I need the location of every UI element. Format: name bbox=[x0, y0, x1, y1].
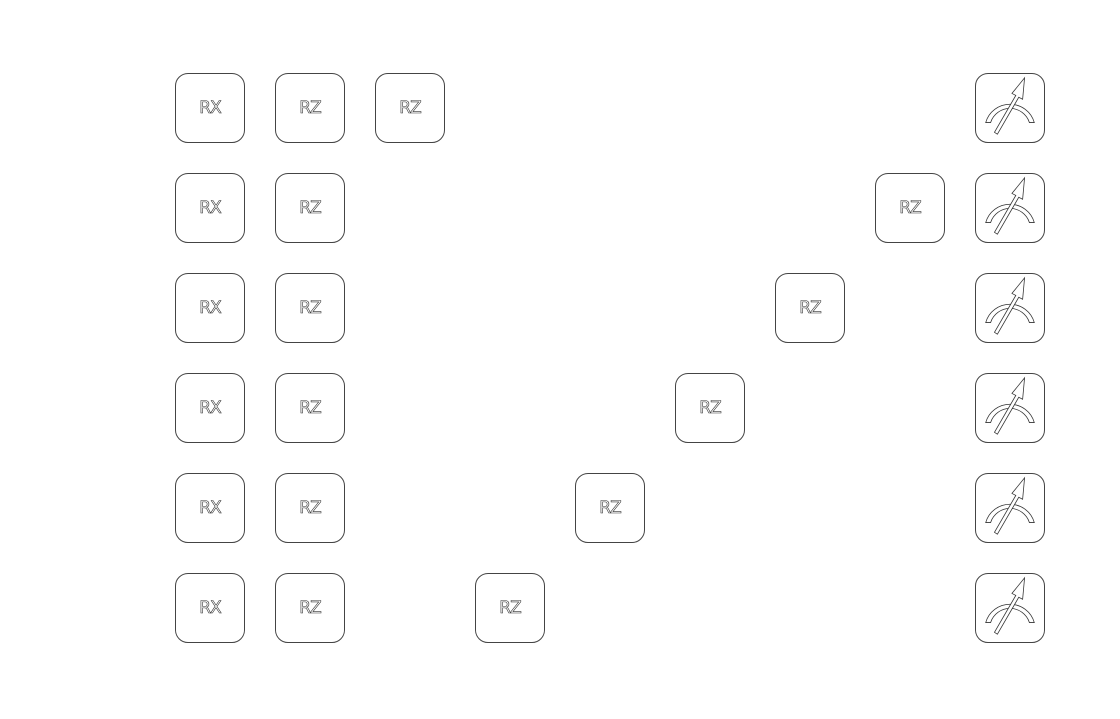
gate-rx[interactable]: RX bbox=[175, 173, 245, 243]
gate-rz[interactable]: RZ bbox=[375, 73, 445, 143]
measure-gate[interactable] bbox=[975, 373, 1045, 443]
gate-label: RX bbox=[199, 598, 222, 619]
measure-icon bbox=[985, 576, 1035, 635]
gate-rz[interactable]: RZ bbox=[275, 373, 345, 443]
measure-gate[interactable] bbox=[975, 573, 1045, 643]
gate-rx[interactable]: RX bbox=[175, 373, 245, 443]
measure-gate[interactable] bbox=[975, 473, 1045, 543]
gate-label: RZ bbox=[599, 498, 622, 519]
gate-label: RX bbox=[199, 498, 222, 519]
gate-rx[interactable]: RX bbox=[175, 473, 245, 543]
gate-label: RZ bbox=[299, 198, 322, 219]
gate-rz[interactable]: RZ bbox=[275, 173, 345, 243]
gate-label: RZ bbox=[699, 398, 722, 419]
measure-icon bbox=[985, 76, 1035, 135]
gate-label: RZ bbox=[299, 98, 322, 119]
gate-rz[interactable]: RZ bbox=[575, 473, 645, 543]
gate-rz[interactable]: RZ bbox=[675, 373, 745, 443]
measure-icon bbox=[985, 376, 1035, 435]
gate-label: RZ bbox=[299, 598, 322, 619]
gate-rz[interactable]: RZ bbox=[275, 73, 345, 143]
gate-rx[interactable]: RX bbox=[175, 573, 245, 643]
gate-rz[interactable]: RZ bbox=[475, 573, 545, 643]
gate-label: RX bbox=[199, 198, 222, 219]
gate-rz[interactable]: RZ bbox=[275, 473, 345, 543]
gate-label: RZ bbox=[399, 98, 422, 119]
gate-label: RX bbox=[199, 298, 222, 319]
gate-label: RZ bbox=[299, 398, 322, 419]
measure-gate[interactable] bbox=[975, 73, 1045, 143]
gate-rx[interactable]: RX bbox=[175, 73, 245, 143]
gate-label: RZ bbox=[299, 498, 322, 519]
measure-gate[interactable] bbox=[975, 173, 1045, 243]
gate-rz[interactable]: RZ bbox=[275, 573, 345, 643]
gate-rz[interactable]: RZ bbox=[875, 173, 945, 243]
measure-icon bbox=[985, 276, 1035, 335]
measure-gate[interactable] bbox=[975, 273, 1045, 343]
gate-rz[interactable]: RZ bbox=[775, 273, 845, 343]
gate-label: RZ bbox=[299, 298, 322, 319]
gate-rx[interactable]: RX bbox=[175, 273, 245, 343]
gate-label: RX bbox=[199, 98, 222, 119]
measure-icon bbox=[985, 176, 1035, 235]
gate-label: RZ bbox=[799, 298, 822, 319]
gate-label: RZ bbox=[499, 598, 522, 619]
gate-label: RX bbox=[199, 398, 222, 419]
gate-rz[interactable]: RZ bbox=[275, 273, 345, 343]
measure-icon bbox=[985, 476, 1035, 535]
gate-label: RZ bbox=[899, 198, 922, 219]
